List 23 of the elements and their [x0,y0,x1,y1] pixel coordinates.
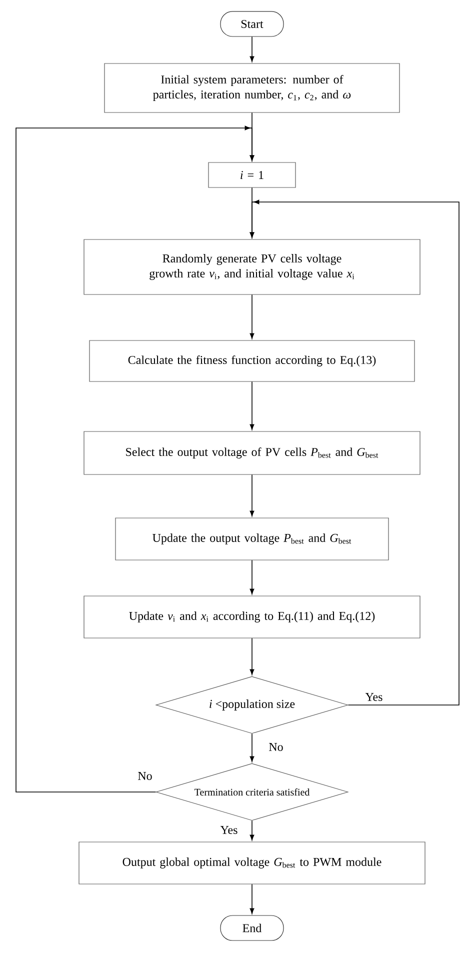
arrow [250,820,254,840]
edge-label: No [136,771,154,781]
arrow [16,126,254,792]
arrow [250,733,254,762]
process-box: Randomly generate PV cells voltage growth rate v$_{i}$, and initial voltage value x$_{i}$ [84,239,420,295]
arrow [250,638,254,675]
arrow [250,560,254,594]
process-box: Calculate the fitness function according to Eq.(13) [89,340,415,382]
arrow [250,36,254,62]
process-box: Select the output voltage of PV cells P$_{best}$ and G$_{best}$ [84,431,420,475]
arrow [250,294,254,339]
process-box: Initial system parameters: number of particles, iteration number, c$_{1}$, c$_{2}$, and ω [104,63,400,113]
arrow [250,381,254,430]
edge-label: No [268,742,284,752]
arrow [250,200,460,706]
arrow [250,474,254,516]
process-box: Update the output voltage P$_{best}$ and G$_{best}$ [115,518,389,560]
process-box: i = 1 [208,162,296,188]
arrow [250,884,254,914]
edge-label: Yes [219,825,239,835]
process-box: Update v$_{i}$ and x$_{i}$ according to Eq.(11) and Eq.(12) [84,596,420,638]
process-box: Output global optimal voltage G$_{best}$ to PWM module [78,842,426,884]
edge-label: Yes [364,692,384,702]
